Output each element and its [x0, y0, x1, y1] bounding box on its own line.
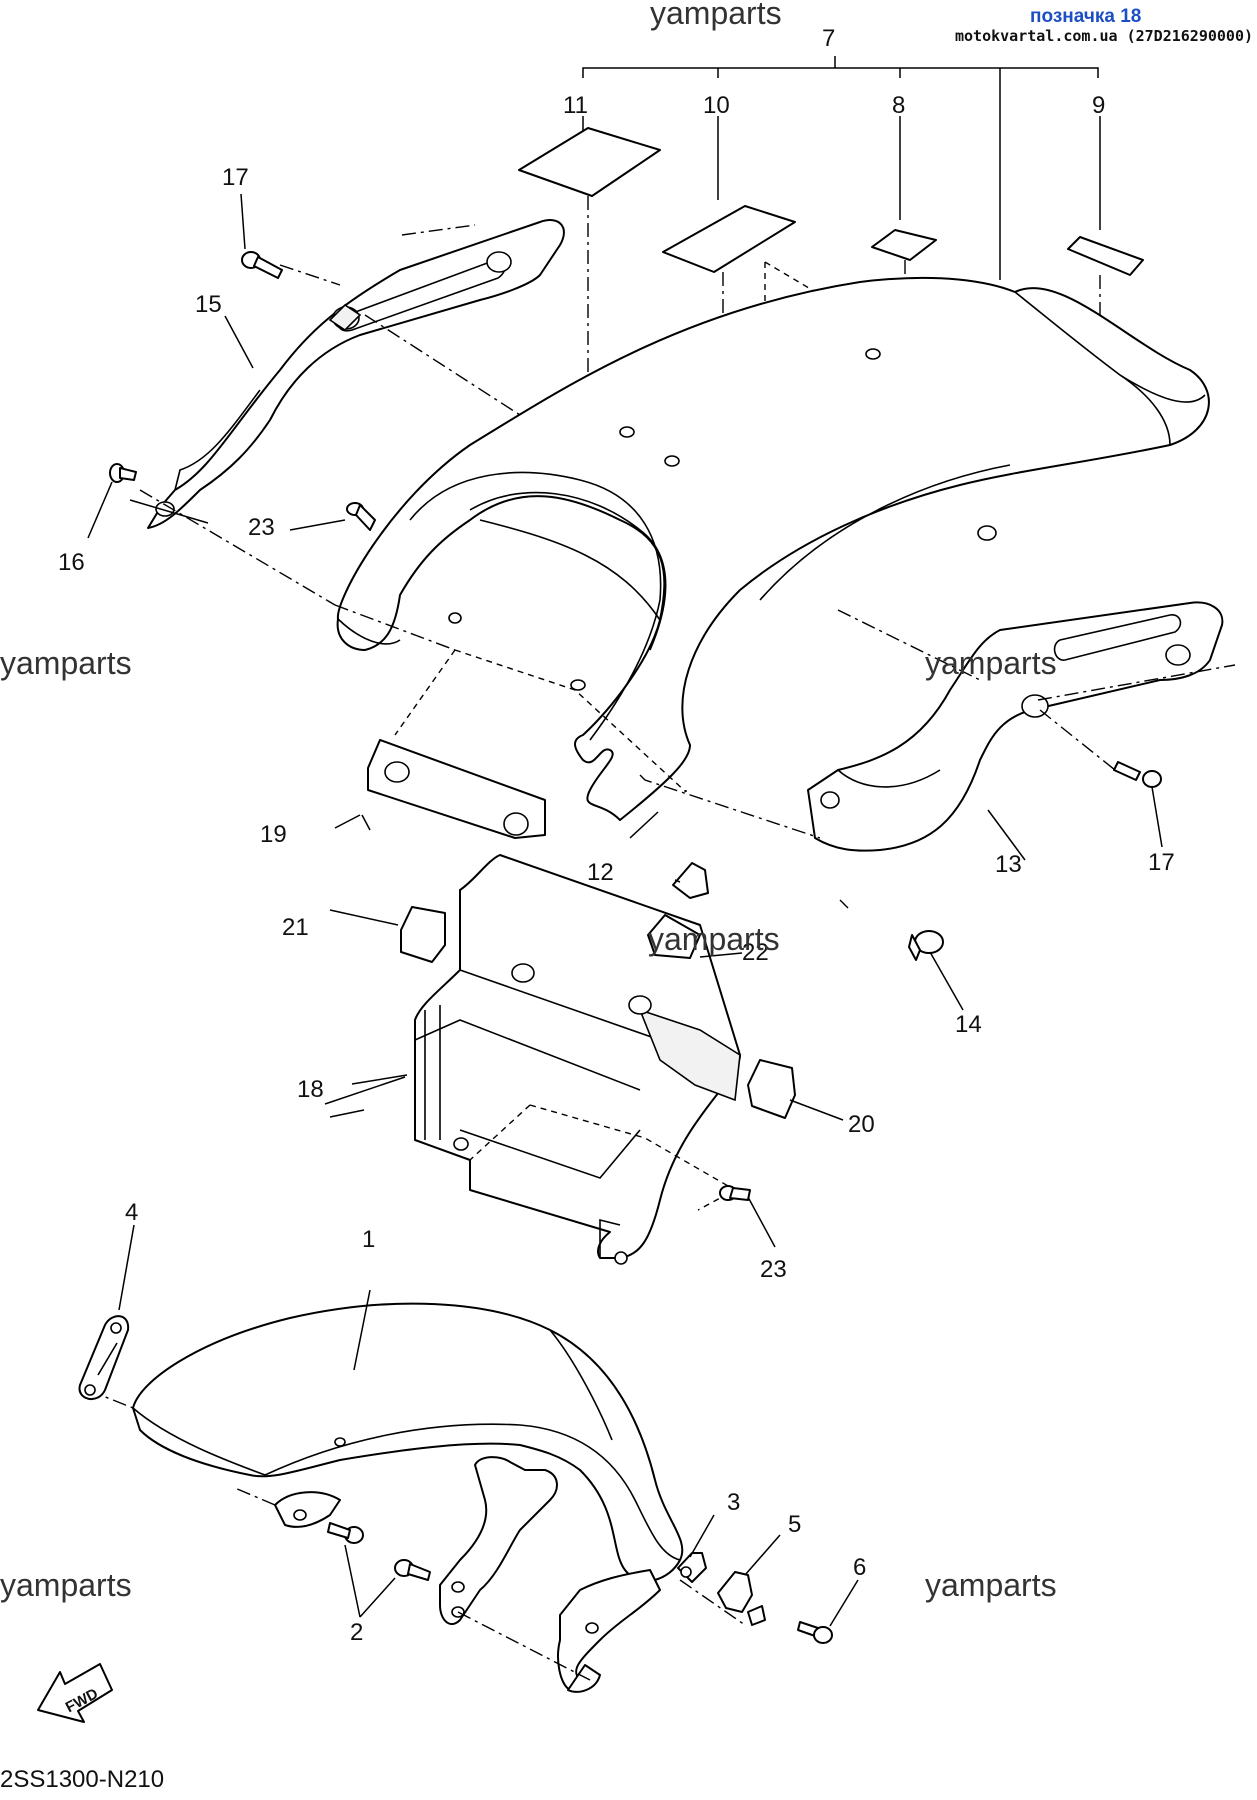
callout-7: 7 — [822, 25, 835, 52]
bolt-2-a[interactable] — [327, 1522, 364, 1544]
callout-13: 13 — [995, 851, 1022, 878]
damper-21[interactable] — [400, 906, 446, 963]
emblem-11[interactable] — [518, 127, 661, 197]
callout-23-lower: 23 — [760, 1256, 787, 1283]
clamp-5[interactable] — [717, 1571, 766, 1626]
bracket-7 — [582, 56, 1099, 280]
bolt-6[interactable] — [797, 1621, 833, 1644]
bolt-17-lower[interactable] — [1113, 761, 1162, 788]
fwd-arrow-icon: FWD — [37, 1663, 113, 1723]
damper-20[interactable] — [747, 1059, 796, 1119]
rear-fender[interactable] — [336, 276, 1210, 821]
brand-label[interactable]: позначка 18 — [1030, 6, 1141, 27]
callout-16: 16 — [58, 549, 85, 576]
watermark-left-mid: yamparts — [0, 645, 132, 681]
flap-19[interactable] — [367, 739, 546, 839]
rivet-14[interactable] — [908, 930, 944, 961]
callout-21: 21 — [282, 914, 309, 941]
callout-8: 8 — [892, 92, 905, 119]
clamp-3[interactable] — [677, 1552, 707, 1583]
callout-17-upper: 17 — [222, 164, 249, 191]
callout-leaders — [87, 193, 1163, 1627]
callout-20: 20 — [848, 1111, 875, 1138]
callout-3: 3 — [727, 1489, 740, 1516]
clip-12[interactable] — [672, 862, 709, 899]
callout-12: 12 — [587, 859, 614, 886]
callout-5: 5 — [788, 1511, 801, 1538]
callout-4: 4 — [125, 1199, 138, 1226]
damper-22[interactable] — [647, 914, 701, 959]
callout-10: 10 — [703, 92, 730, 119]
watermark-center: yamparts — [648, 921, 780, 957]
watermark-top: yamparts — [650, 0, 782, 31]
inner-fender-18[interactable] — [414, 854, 741, 1265]
rear-stay-left[interactable] — [147, 219, 565, 529]
callout-1: 1 — [362, 1226, 375, 1253]
callout-17-lower: 17 — [1148, 849, 1175, 876]
bolt-2-b[interactable] — [394, 1559, 431, 1581]
site-label[interactable]: motokvartal.com.ua (27D216290000) — [955, 27, 1253, 45]
emblem-9[interactable] — [1067, 236, 1144, 276]
callout-15: 15 — [195, 291, 222, 318]
callout-23-upper: 23 — [248, 514, 275, 541]
emblem-8[interactable] — [871, 229, 937, 261]
bracket-4[interactable] — [78, 1315, 130, 1400]
emblem-10[interactable] — [662, 205, 796, 273]
callout-9: 9 — [1092, 92, 1105, 119]
diagram-code: 2SS1300-N210 — [0, 1766, 164, 1793]
rivet-23-lower[interactable] — [719, 1185, 751, 1201]
rivet-23-upper[interactable] — [346, 502, 376, 531]
callout-11: 11 — [563, 92, 588, 119]
callout-14: 14 — [955, 1011, 982, 1038]
washer-16[interactable] — [109, 463, 137, 483]
watermark-right-bottom: yamparts — [925, 1567, 1057, 1603]
rear-stay-right[interactable] — [807, 601, 1224, 852]
bolt-17-upper[interactable] — [241, 251, 283, 279]
callout-6: 6 — [853, 1554, 866, 1581]
watermark-right-mid: yamparts — [925, 645, 1057, 681]
watermark-left-bottom: yamparts — [0, 1567, 132, 1603]
callout-22: 22 — [742, 939, 769, 966]
front-fender[interactable] — [132, 1302, 684, 1582]
callout-2: 2 — [350, 1619, 363, 1646]
callout-19: 19 — [260, 821, 287, 848]
callout-18: 18 — [297, 1076, 324, 1103]
